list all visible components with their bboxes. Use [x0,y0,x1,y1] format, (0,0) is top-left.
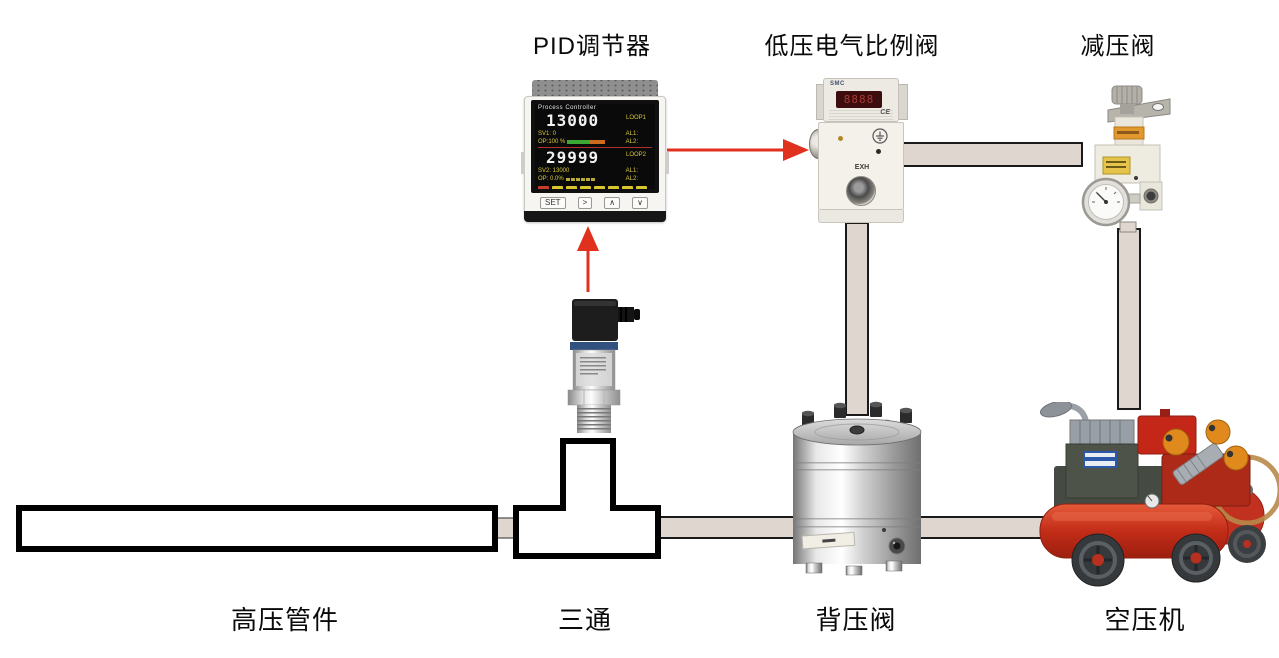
pid-screen-header: Process Controller [538,105,597,111]
reducingvalve-gauge [1081,177,1141,227]
loop1-op-row: OP:100 % AL2: [538,138,652,146]
loop2-al1: AL1: [625,168,638,174]
proportional-valve-device: SMC 8888 CE EXH [809,78,908,224]
pipe-propvalve-to-reducingvalve [901,142,1083,167]
reducingvalve-knob [1111,85,1143,114]
propvalve-spec-label [829,110,893,120]
reducingvalve-bottom-stub [1119,221,1137,233]
air-compressor-device [1039,402,1279,587]
propvalve-bottom-band [818,210,904,223]
ce-mark: CE [880,109,890,116]
pid-indicator-square [566,186,577,189]
ground-symbol-icon [872,128,888,144]
back-pressure-valve-device [792,401,922,576]
loop2-pv-value: 29999 [546,148,600,167]
pid-btn-down: ∨ [632,197,648,209]
propvalve-exh-label: EXH [854,164,870,171]
pid-indicator-square [608,186,619,189]
pid-side-tab-right [665,152,669,174]
transmitter-body [572,349,616,391]
compressor-exhaust [1039,402,1089,423]
pid-indicator-square [552,186,563,189]
reducingvalve-body [1094,144,1161,184]
reducingvalve-bracket [1107,98,1171,123]
loop1-al2: AL2: [625,139,638,145]
pipe-reducingvalve-to-compressor [1117,228,1141,410]
compressor-air-filters [1162,419,1249,471]
label-back-pressure-valve: 背压阀 [815,605,897,635]
loop2-al2: AL2: [625,176,638,182]
pid-indicator-row [538,186,652,189]
pid-controller-device: Process Controller 13000 LOOP1 SV1: 0 AL… [521,80,669,222]
label-reducing-valve: 减压阀 [1080,33,1156,60]
loop1-main-row: 13000 LOOP1 [538,112,652,130]
loop1-sv: SV1: 0 [538,131,557,137]
pid-side-tab-left [521,152,525,174]
loop1-op: OP:100 % [538,139,566,145]
pid-screen: Process Controller 13000 LOOP1 SV1: 0 AL… [535,104,655,189]
label-tee: 三通 [557,605,613,635]
reducingvalve-outlet-block [1139,181,1163,211]
loop1-al1: AL1: [625,131,638,137]
pid-bottom-strip [524,211,666,222]
propvalve-display-unit: SMC 8888 CE [823,78,899,122]
pid-btn-shift: > [577,197,593,209]
pid-indicator-square [636,186,647,189]
pid-indicator-square [580,186,591,189]
pid-button-row: SET > ∧ ∨ [540,197,648,209]
loop2-sv: SV2: 13000 [538,168,570,174]
loop1-op-bar [567,140,606,144]
pid-indicator-square [594,186,605,189]
transmitter-hex-nut [567,389,621,406]
loop1-name: LOOP1 [625,115,646,121]
high-pressure-pipe-shape [16,505,498,552]
loop2-op: OP: 0.0% [538,176,564,182]
bpvalve-feet [805,560,903,576]
propvalve-led-display: 8888 [836,91,882,108]
pipe-propvalve-to-bpvalve [845,222,869,416]
transmitter-connector-head [572,299,640,341]
bpvalve-label [801,531,856,550]
propvalve-black-dot [876,149,881,154]
pid-btn-up: ∧ [604,197,621,209]
loop2-sv-row: SV2: 13000 AL1: [538,167,652,175]
loop2-op-row: OP: 0.0% AL2: [538,175,652,183]
loop1-pv-value: 13000 [546,111,600,130]
pressure-transmitter [567,299,640,433]
loop2-main-row: 29999 LOOP2 [538,149,652,167]
reducingvalve-caution-label [1102,156,1131,175]
pid-indicator-square [538,186,549,189]
transmitter-thread [577,405,611,433]
label-high-pressure-pipe: 高压管件 [230,605,340,635]
pid-indicator-square [622,186,633,189]
pid-btn-set: SET [540,197,566,209]
propvalve-ear-right [898,84,908,120]
pid-vent-panel [532,80,658,97]
compressor-wheels [1071,525,1266,587]
reducingvalve-neck [1113,116,1145,146]
compressor-engine [1054,419,1164,514]
label-proportional-valve: 低压电气比例阀 [764,33,940,60]
tee-shape [513,438,661,559]
label-pid-controller: PID调节器 [532,33,652,60]
propvalve-led-segments: 8888 [843,93,875,106]
loop1-sv-row: SV1: 0 AL1: [538,130,652,138]
screen-divider [538,147,652,148]
reducing-valve-device [1081,85,1171,233]
loop2-name: LOOP2 [625,152,646,158]
propvalve-brand: SMC [830,81,845,87]
bpvalve-port [882,528,906,555]
propvalve-gold-dot [838,136,843,141]
propvalve-exhaust-port [846,176,876,206]
loop2-op-ticks [565,177,595,181]
label-air-compressor: 空压机 [1104,605,1186,635]
transmitter-blue-ring [570,342,618,350]
